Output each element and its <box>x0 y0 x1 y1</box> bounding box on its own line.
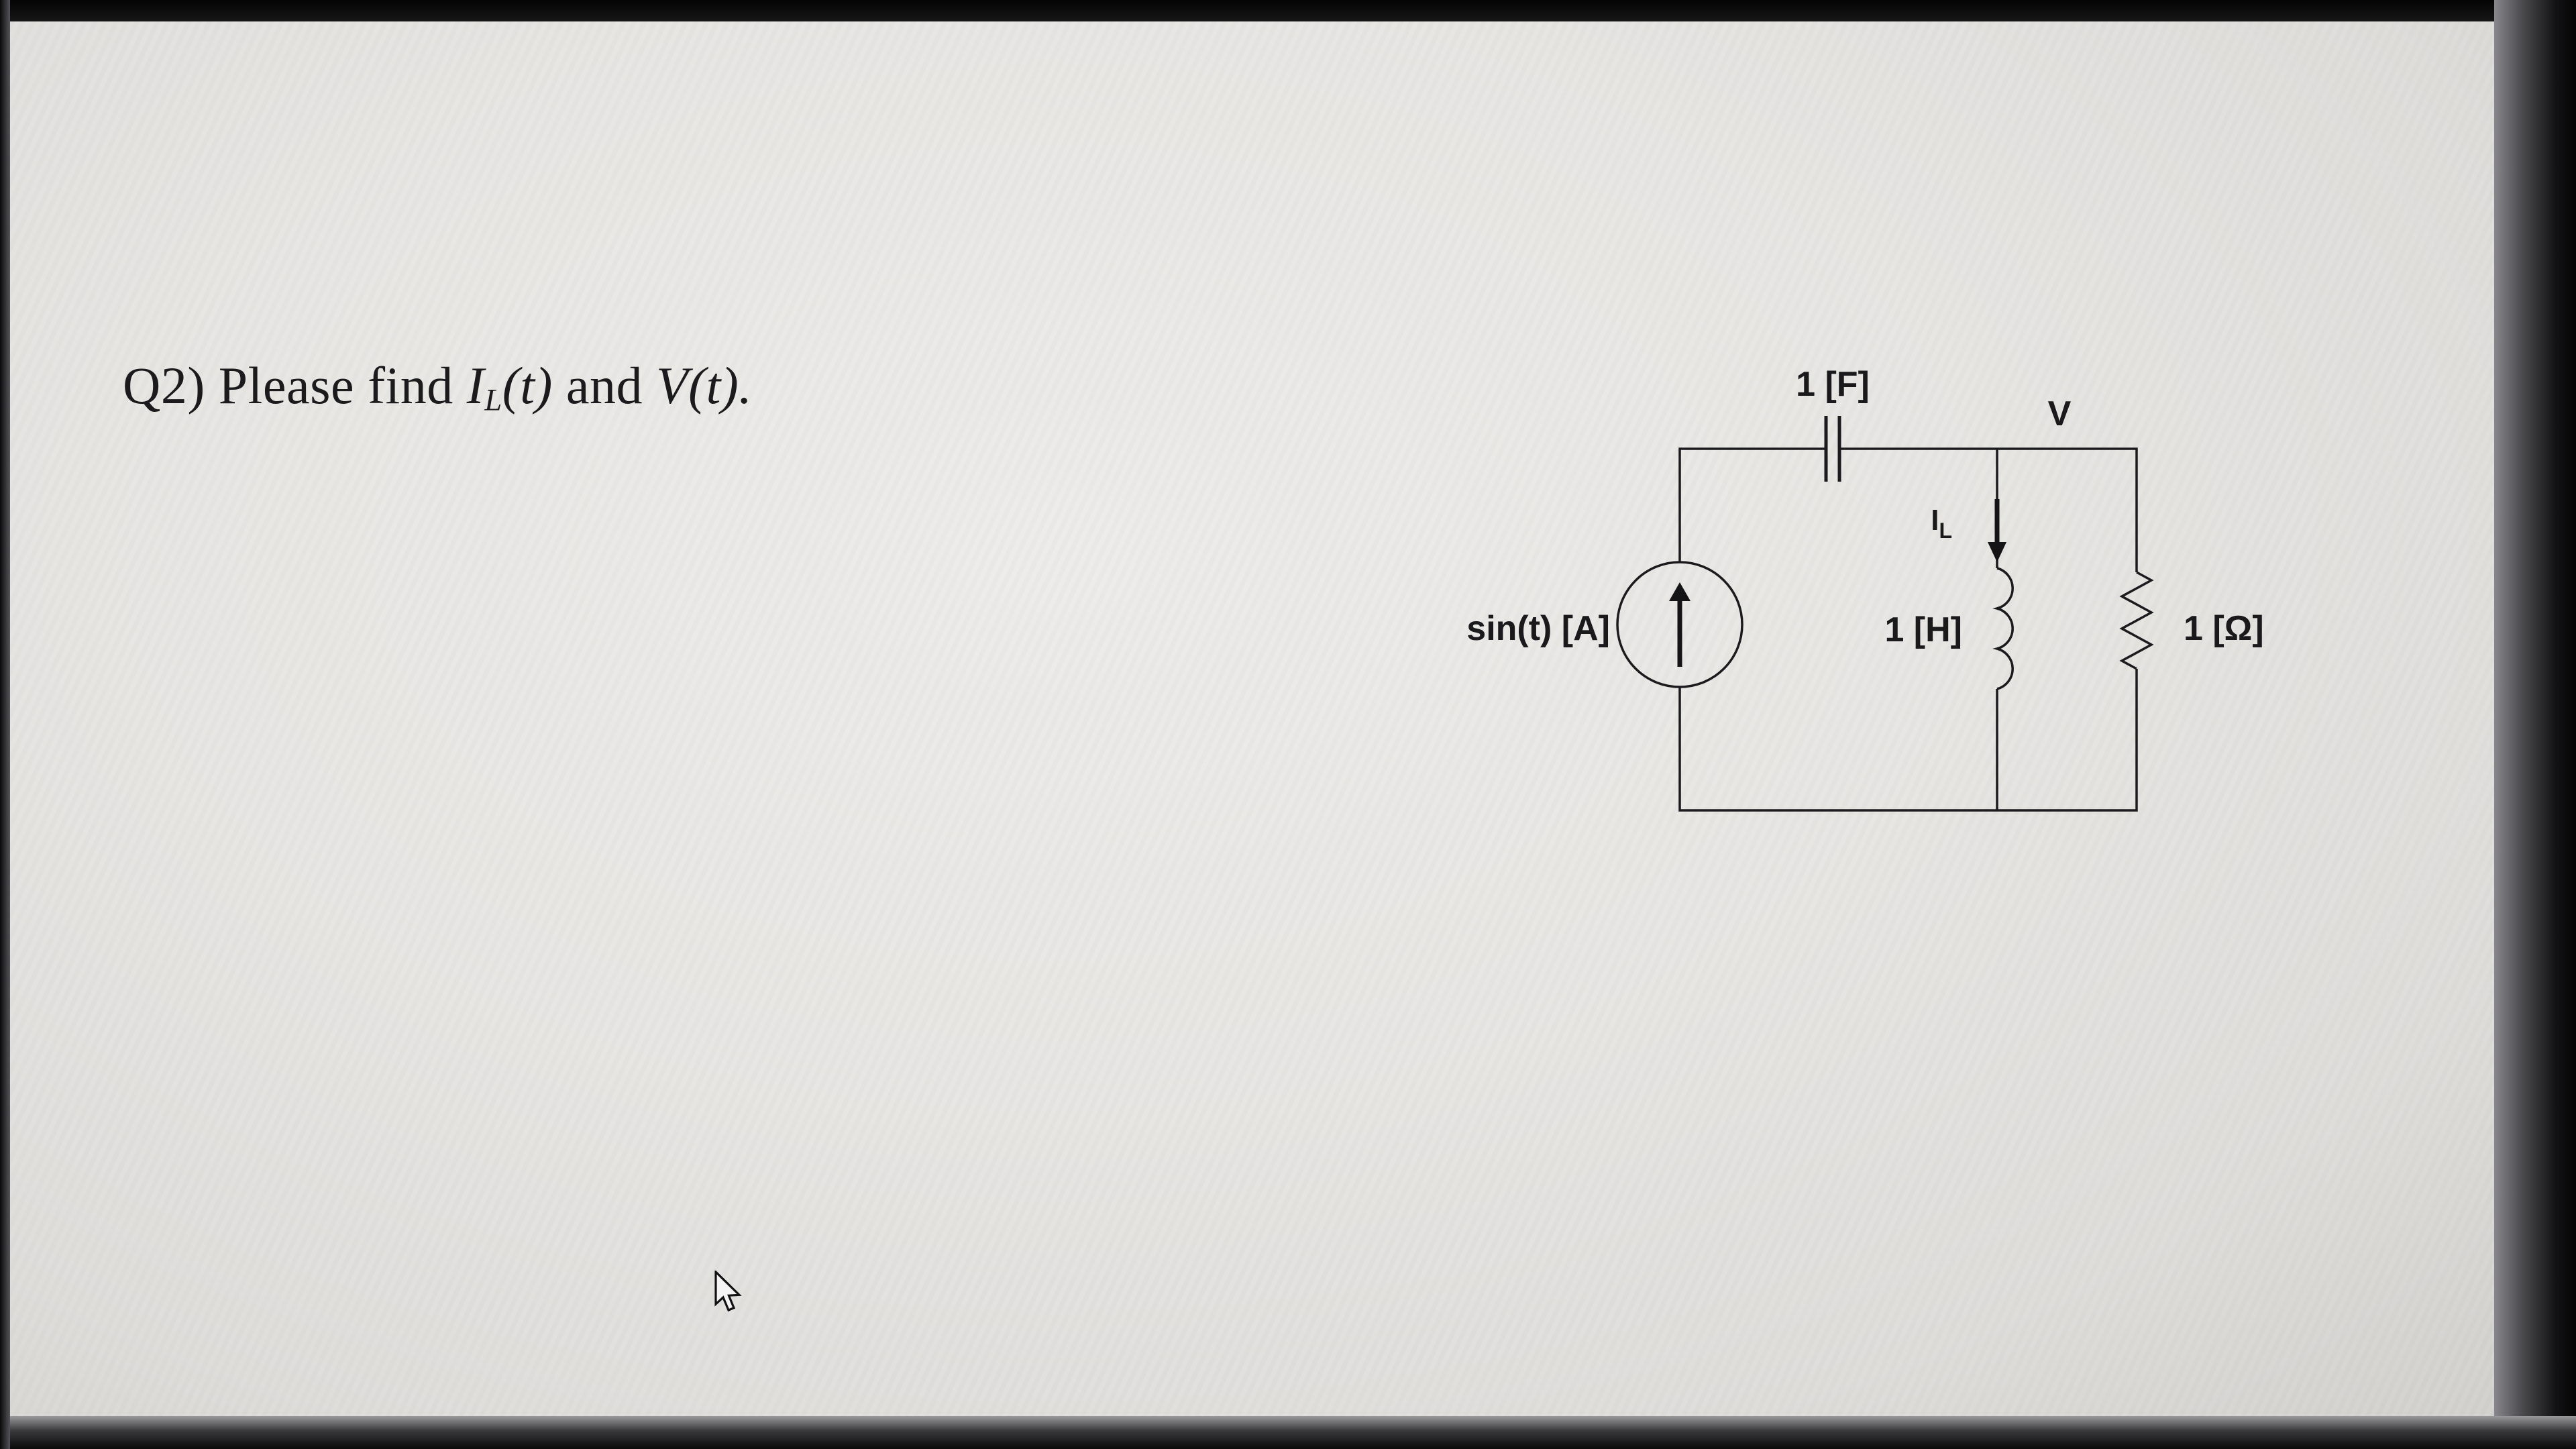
resistor-zigzag <box>2119 571 2154 670</box>
question-il-subscript: L <box>484 382 502 418</box>
question-il-symbol: I <box>466 356 485 415</box>
source-label: sin(t) [A] <box>1466 609 1610 648</box>
question-v-symbol: V <box>655 356 689 415</box>
screen: Q2) Please find IL(t) and V(t). <box>10 21 2494 1416</box>
circuit-diagram: 1 [F] V IL 1 [H] 1 [Ω] sin(t) [A] <box>1466 365 2264 812</box>
resistor-label: 1 [Ω] <box>2184 609 2264 648</box>
inductor-current-arrow-head <box>1988 542 2006 562</box>
inductor-current-subscript: L <box>1939 519 1952 543</box>
voltage-label: V <box>2048 394 2072 433</box>
inductor-label: 1 [H] <box>1884 610 1962 649</box>
monitor-bezel-bottom <box>0 1416 2576 1449</box>
inductor-coil <box>1992 567 2014 690</box>
wire-left-top <box>1678 447 1826 562</box>
inductor-current-symbol: I <box>1931 504 1939 537</box>
current-source-arrow-head <box>1669 582 1690 601</box>
question-conjunction: and <box>552 356 656 415</box>
question-v-args: (t). <box>688 356 753 415</box>
inductor-current-label: IL <box>1931 504 1952 543</box>
mouse-cursor <box>714 1271 742 1312</box>
monitor-bezel-right <box>2494 0 2576 1449</box>
capacitor-label: 1 [F] <box>1796 365 1870 404</box>
wire-top-right <box>1839 447 2138 572</box>
question-il-args: (t) <box>502 356 553 415</box>
question-prefix: Q2) Please find <box>123 356 467 415</box>
wire-bottom <box>1678 669 2138 812</box>
cursor-arrow-shape <box>714 1271 742 1312</box>
monitor-bezel-left <box>0 0 10 1449</box>
monitor-bezel-top <box>0 0 2576 21</box>
current-source-circle <box>1616 561 1743 688</box>
question-text: Q2) Please find IL(t) and V(t). <box>123 356 752 416</box>
